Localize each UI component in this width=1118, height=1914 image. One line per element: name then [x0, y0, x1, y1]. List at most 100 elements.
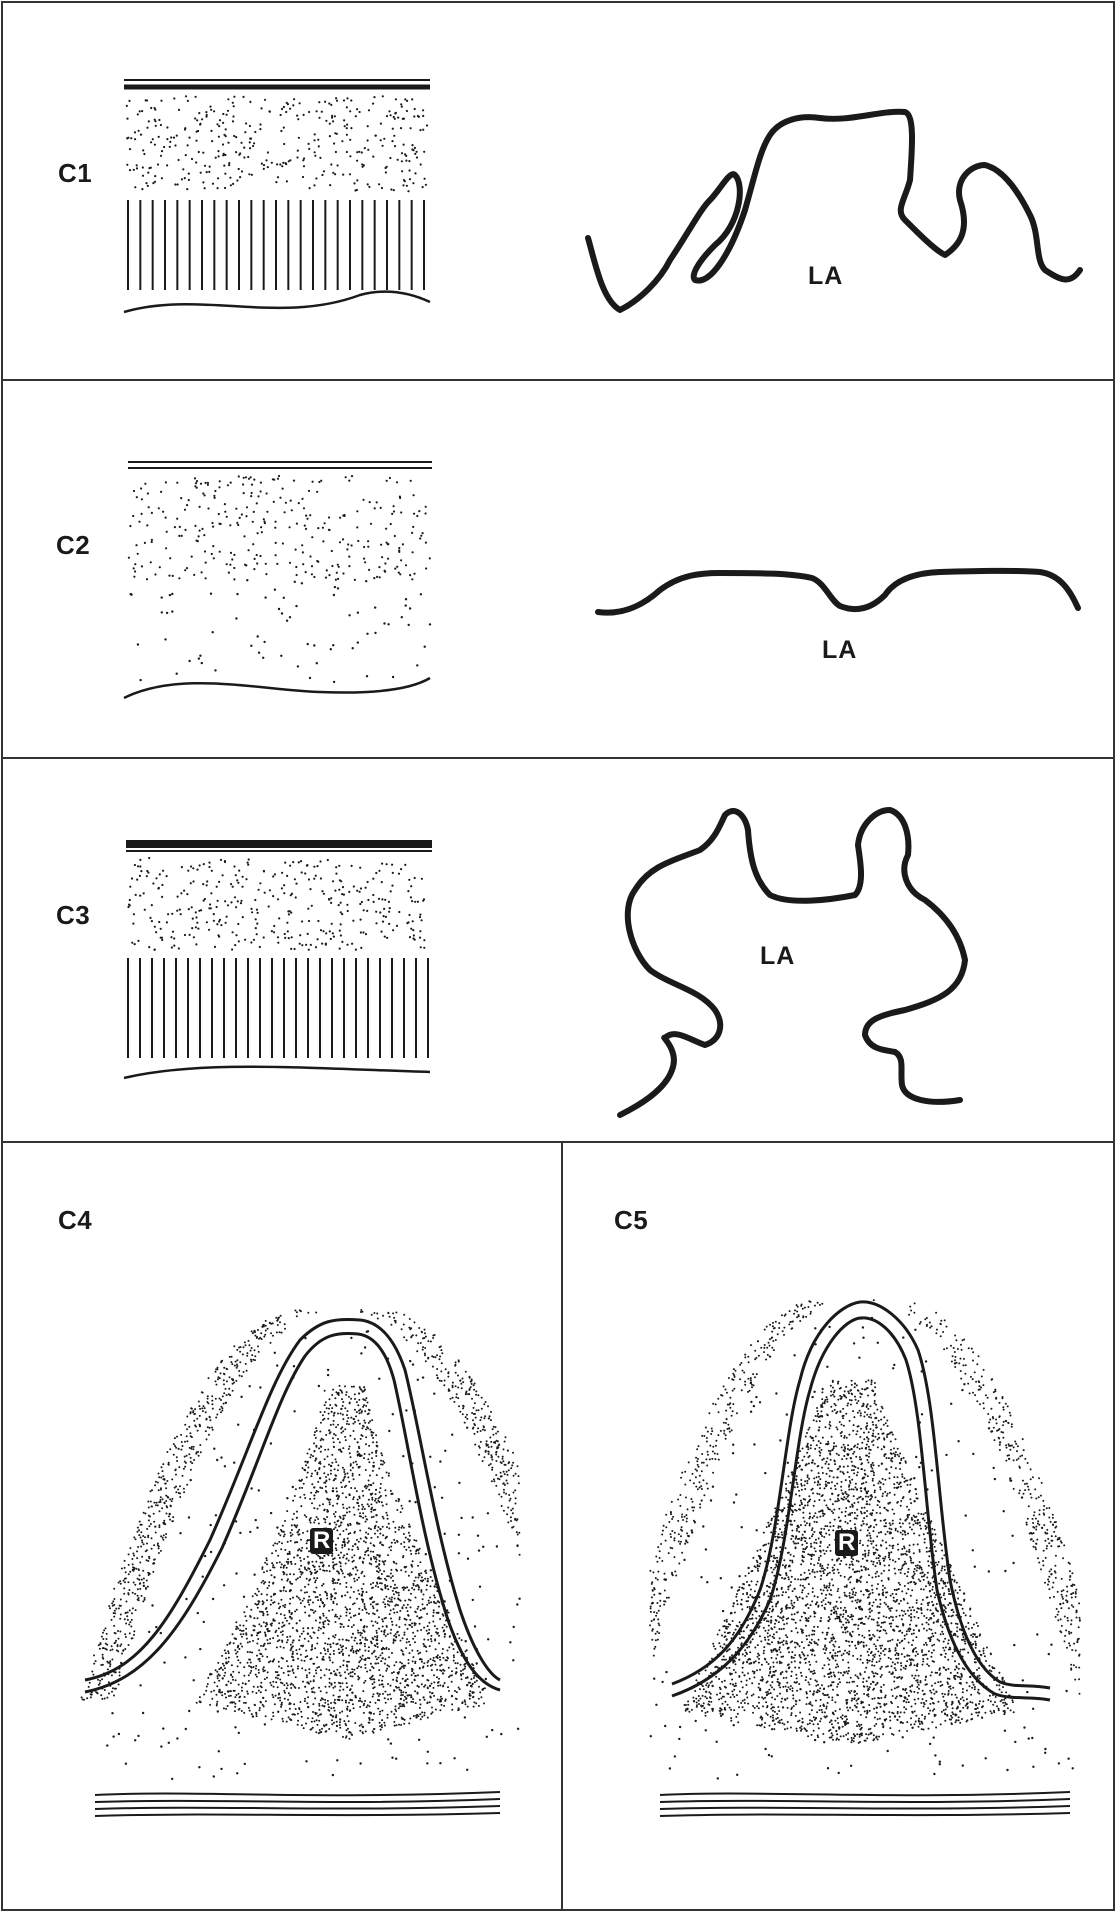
stipple-dot: [288, 1674, 290, 1676]
stipple-dot: [279, 1331, 281, 1333]
stipple-dot: [376, 1441, 378, 1443]
stipple-dot: [198, 910, 200, 912]
stipple-dot: [361, 901, 363, 903]
stipple-dot: [190, 1435, 192, 1437]
stipple-dot: [128, 1589, 130, 1591]
stipple-dot: [328, 1686, 330, 1688]
stipple-dot: [313, 644, 315, 646]
stipple-dot: [420, 1609, 422, 1611]
stipple-dot: [234, 1696, 236, 1698]
stipple-dot: [316, 662, 318, 664]
stipple-dot: [274, 873, 276, 875]
stipple-dot: [181, 866, 183, 868]
stipple-dot: [114, 1642, 116, 1644]
stipple-dot: [363, 1558, 365, 1560]
stipple-dot: [139, 1583, 141, 1585]
stipple-dot: [133, 567, 135, 569]
stipple-dot: [408, 1722, 410, 1724]
stipple-dot: [335, 1524, 337, 1526]
stipple-dot: [405, 1674, 407, 1676]
stipple-dot: [330, 1424, 332, 1426]
stipple-dot: [367, 1547, 369, 1549]
stipple-dot: [365, 1487, 367, 1489]
stipple-dot: [322, 930, 324, 932]
stipple-dot: [154, 144, 156, 146]
stipple-dot: [307, 908, 309, 910]
stipple-dot: [229, 1394, 231, 1396]
stipple-dot: [240, 902, 242, 904]
stipple-dot: [443, 1384, 445, 1386]
stipple-dot: [348, 1481, 350, 1483]
stipple-dot: [442, 1615, 444, 1617]
stipple-dot: [108, 1605, 110, 1607]
stipple-dot: [348, 614, 350, 616]
stipple-dot: [329, 1432, 331, 1434]
stipple-dot: [242, 1682, 244, 1684]
stipple-dot: [93, 1654, 95, 1656]
stipple-dot: [403, 1546, 405, 1548]
stipple-dot: [257, 1329, 259, 1331]
stipple-dot: [380, 1660, 382, 1662]
stipple-dot: [342, 1492, 344, 1494]
stipple-dot: [347, 1472, 349, 1474]
stipple-dot: [120, 1643, 122, 1645]
stipple-dot: [337, 1643, 339, 1645]
stipple-dot: [471, 1663, 473, 1665]
stipple-dot: [211, 1427, 213, 1429]
stipple-dot: [353, 1496, 355, 1498]
stipple-dot: [410, 1550, 412, 1552]
stipple-dot: [451, 1681, 453, 1683]
stipple-dot: [276, 1331, 278, 1333]
stipple-dot: [473, 1407, 475, 1409]
stipple-dot: [282, 1622, 284, 1624]
stipple-dot: [364, 1645, 366, 1647]
stipple-dot: [351, 1556, 353, 1558]
stipple-dot: [213, 1448, 215, 1450]
stipple-dot: [308, 490, 310, 492]
stipple-dot: [391, 513, 393, 515]
stipple-dot: [301, 1487, 303, 1489]
stipple-dot: [302, 563, 304, 565]
stipple-dot: [342, 1736, 344, 1738]
stipple-dot: [379, 1713, 381, 1715]
stipple-dot: [432, 1615, 434, 1617]
stipple-dot: [329, 1499, 331, 1501]
stipple-dot: [126, 105, 128, 107]
stipple-dot: [415, 1702, 417, 1704]
stipple-dot: [428, 1632, 430, 1634]
stipple-dot: [278, 1603, 280, 1605]
stipple-dot: [158, 1501, 160, 1503]
stipple-dot: [817, 1302, 819, 1304]
stipple-dot: [120, 1605, 122, 1607]
stipple-dot: [374, 1527, 376, 1529]
stipple-dot: [250, 476, 252, 478]
stipple-dot: [402, 1637, 404, 1639]
stipple-dot: [242, 876, 244, 878]
stipple-dot: [148, 1525, 150, 1527]
stipple-dot: [260, 1645, 262, 1647]
stipple-dot: [395, 1758, 397, 1760]
stipple-dot: [306, 1530, 308, 1532]
stipple-dot: [513, 1492, 515, 1494]
stipple-dot: [238, 475, 240, 477]
stipple-dot: [231, 1378, 233, 1380]
stipple-dot: [306, 518, 308, 520]
stipple-dot: [404, 1566, 406, 1568]
stipple-dot: [237, 1659, 239, 1661]
stipple-dot: [380, 139, 382, 141]
stipple-dot: [342, 1639, 344, 1641]
stipple-dot: [405, 1537, 407, 1539]
stipple-dot: [280, 1315, 282, 1317]
stipple-dot: [292, 1653, 294, 1655]
stipple-dot: [205, 1430, 207, 1432]
stipple-dot: [405, 1571, 407, 1573]
stipple-dot: [379, 1693, 381, 1695]
stipple-dot: [105, 1648, 107, 1650]
stipple-dot: [338, 1554, 340, 1556]
stipple-dot: [354, 1580, 356, 1582]
stipple-dot: [318, 1627, 320, 1629]
stipple-dot: [245, 1702, 247, 1704]
stipple-dot: [323, 1518, 325, 1520]
stipple-dot: [333, 1420, 335, 1422]
stipple-dot: [510, 1467, 512, 1469]
